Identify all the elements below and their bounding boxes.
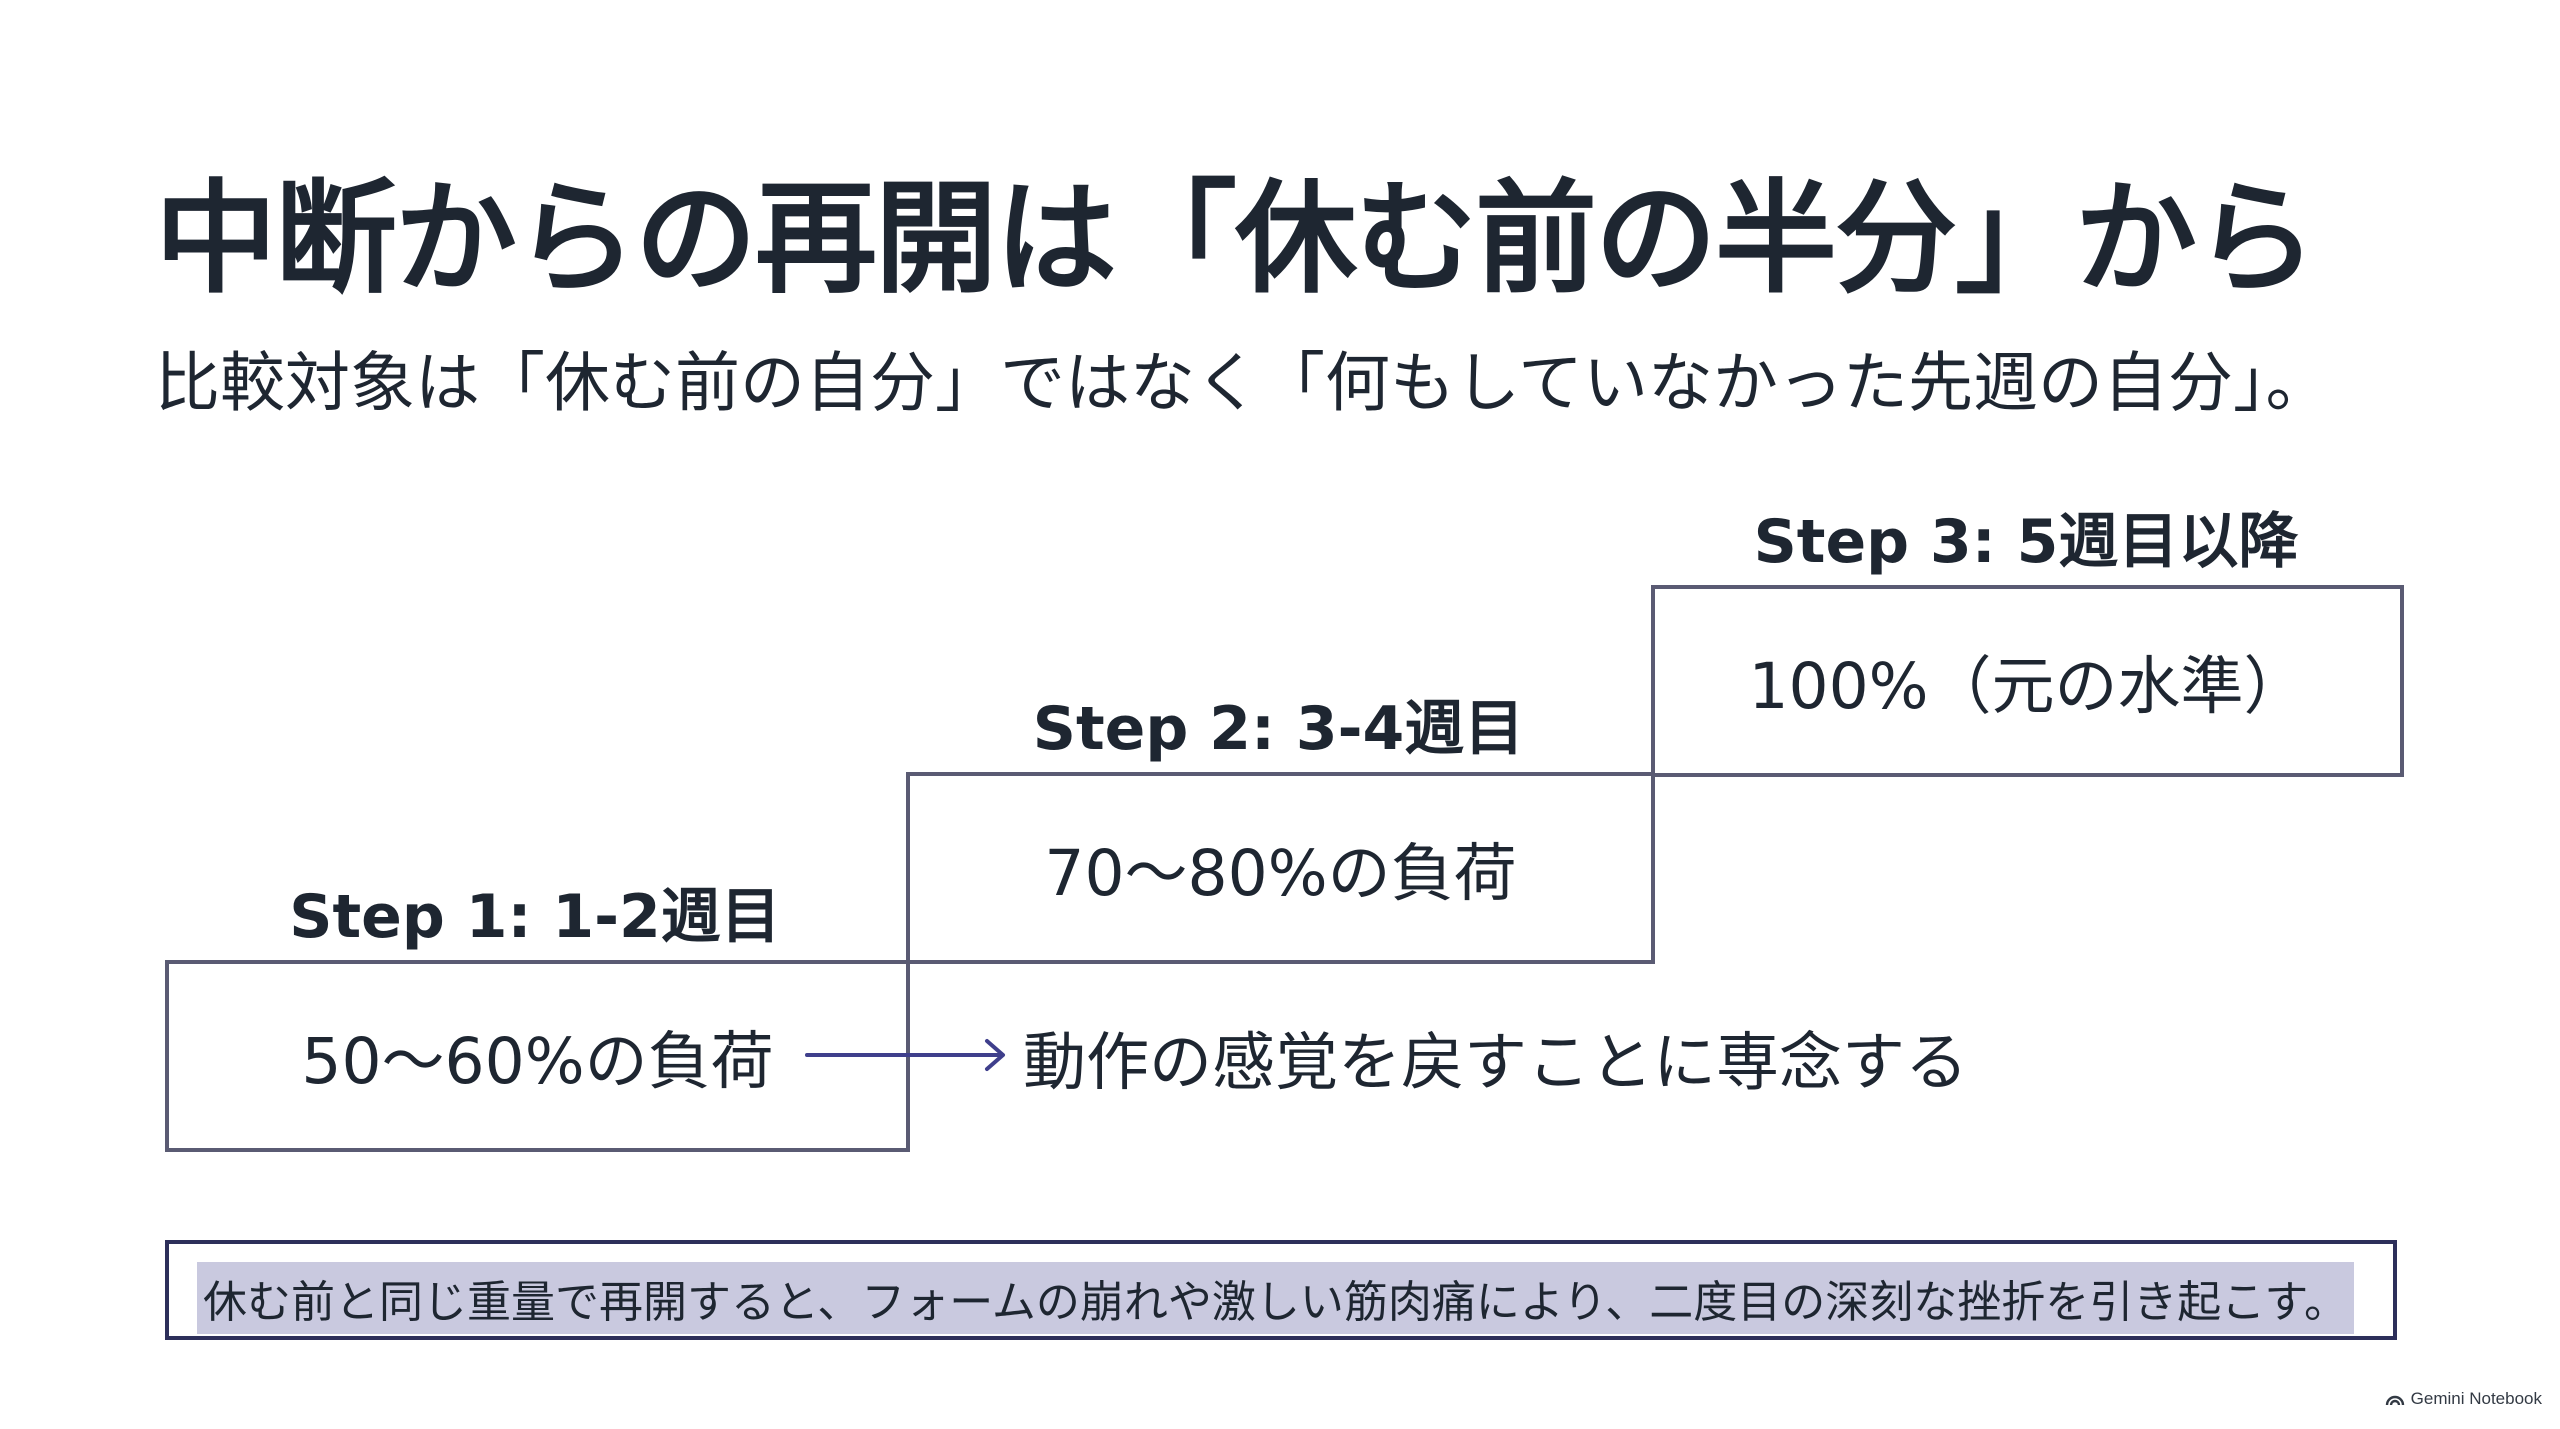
page-title: 中断からの再開は「休む前の半分」から (155, 168, 2317, 310)
arrow-note: 動作の感覚を戻すことに専念する (1023, 1026, 1968, 1099)
step-1-label: Step 1: 1-2週目 (289, 882, 781, 952)
step-2-value: 70〜80%の負荷 (1044, 836, 1517, 910)
watermark: Gemini Notebook (2385, 1389, 2542, 1409)
warning-box: 休む前と同じ重量で再開すると、フォームの崩れや激しい筋肉痛により、二度目の深刻な… (165, 1240, 2397, 1340)
warning-text: 休む前と同じ重量で再開すると、フォームの崩れや激しい筋肉痛により、二度目の深刻な… (197, 1262, 2354, 1334)
step-1-box: 50〜60%の負荷 (165, 960, 910, 1152)
page-subtitle: 比較対象は「休む前の自分」ではなく「何もしていなかった先週の自分」。 (155, 346, 2331, 421)
right-arrow-icon (805, 1039, 1005, 1071)
step-3-label: Step 3: 5週目以降 (1753, 507, 2299, 577)
step-1-value: 50〜60%の負荷 (301, 1024, 774, 1098)
step-3-box: 100%（元の水準） (1651, 585, 2404, 777)
step-2-label: Step 2: 3-4週目 (1032, 694, 1525, 764)
watermark-text: Gemini Notebook (2410, 1389, 2542, 1408)
step-3-value: 100%（元の水準） (1748, 649, 2307, 723)
notebook-logo-icon (2385, 1395, 2404, 1406)
step-2-box: 70〜80%の負荷 (906, 772, 1655, 964)
